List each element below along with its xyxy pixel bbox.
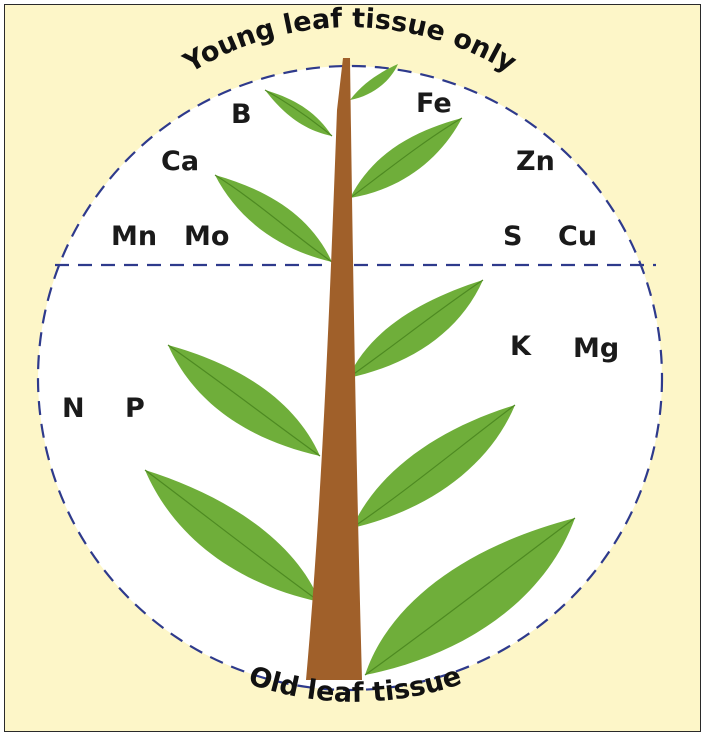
- element-label-P: P: [125, 393, 145, 424]
- element-label-N: N: [62, 393, 85, 424]
- element-label-Fe: Fe: [416, 88, 452, 119]
- element-label-S: S: [503, 221, 522, 252]
- element-label-Ca: Ca: [161, 146, 199, 177]
- element-label-Mn: Mn: [111, 221, 157, 252]
- element-label-K: K: [510, 331, 532, 362]
- element-label-Zn: Zn: [516, 146, 555, 177]
- element-label-Mo: Mo: [184, 221, 229, 252]
- element-label-Cu: Cu: [558, 221, 597, 252]
- element-label-B: B: [231, 99, 252, 130]
- element-label-Mg: Mg: [573, 333, 619, 364]
